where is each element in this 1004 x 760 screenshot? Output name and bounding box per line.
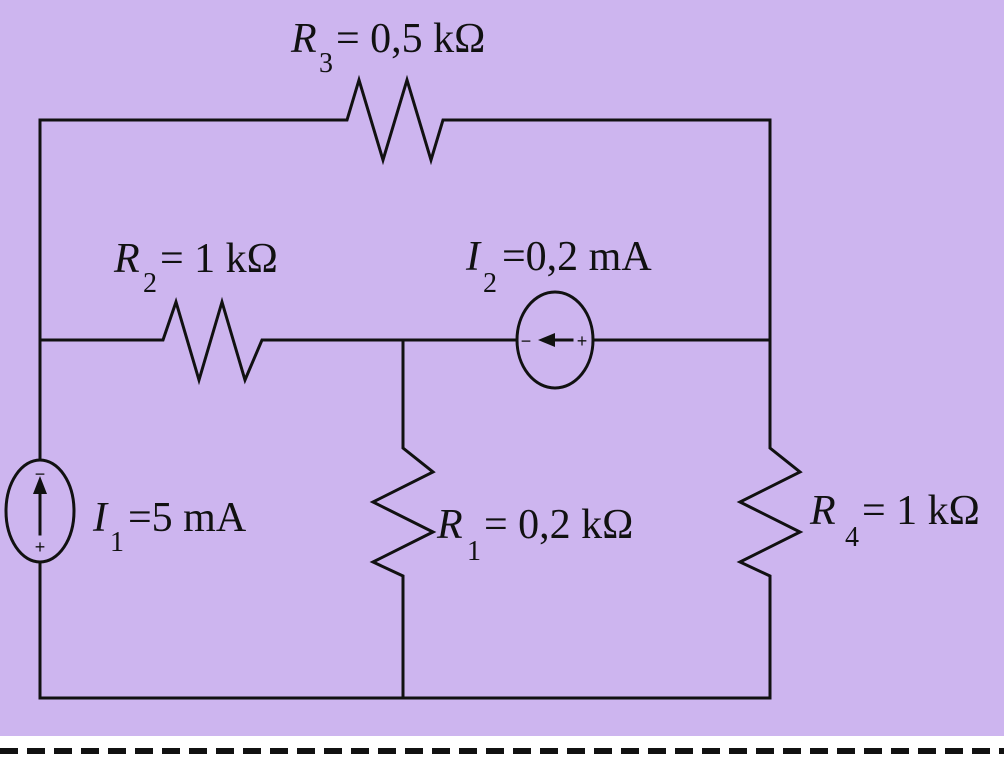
wires [38,118,772,700]
label-i2: I 2 =0,2 mA [465,234,652,299]
label-r3: R 3 = 0,5 kΩ [290,16,485,79]
i2-minus-sign: − [521,331,532,351]
r4-subscript: 4 [845,522,859,553]
i2-plus-sign: + [577,331,588,351]
r1-subscript: 1 [467,536,481,567]
i1-minus-sign: − [35,464,46,484]
r2-value: = 1 kΩ [160,236,278,282]
r2-symbol: R [113,236,140,282]
resistor-r1 [369,430,437,594]
r1-symbol: R [436,502,463,548]
i1-plus-sign: + [35,537,46,557]
dashed-divider [0,748,1004,754]
i1-subscript: 1 [110,527,124,558]
r3-subscript: 3 [319,48,333,79]
label-i1: I 1 =5 mA [92,495,247,558]
wire-top-right [451,118,772,434]
i1-value: =5 mA [128,495,247,541]
r4-value: = 1 kΩ [862,488,980,534]
label-r4: R 4 = 1 kΩ [809,488,980,553]
i2-symbol: I [465,234,482,280]
i2-subscript: 2 [483,268,497,299]
arrow-up-icon [33,476,47,494]
circuit-diagram: − + − + R 3 = 0,5 kΩ R 2 = 1 kΩ I 2 =0,2… [4,16,980,700]
resistor-r4 [736,430,804,594]
resistor-r3 [333,74,455,166]
r4-symbol: R [809,488,836,534]
r3-value: = 0,5 kΩ [336,16,485,62]
r2-subscript: 2 [143,268,157,299]
current-source-i2 [515,290,595,390]
diagram-background [0,0,1004,736]
i2-value: =0,2 mA [502,234,652,280]
current-source-i1 [4,458,76,564]
wire-top-left [38,118,337,462]
wire-bottom [38,560,772,700]
resistor-r2 [150,296,275,386]
label-r2: R 2 = 1 kΩ [113,236,278,299]
i1-symbol: I [92,495,109,541]
label-r1: R 1 = 0,2 kΩ [436,502,633,567]
r3-symbol: R [290,16,317,62]
arrow-left-icon [538,333,555,347]
r1-value: = 0,2 kΩ [484,502,633,548]
